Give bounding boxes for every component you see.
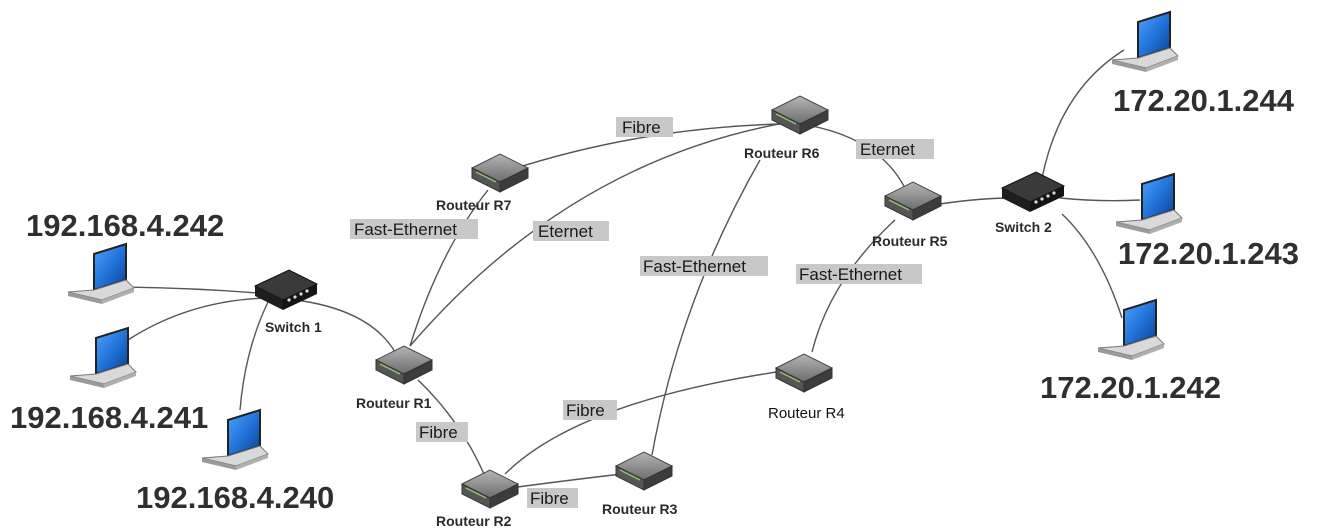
switch-2: Switch 2 <box>995 171 1065 235</box>
host-192-168-4-242: 192.168.4.242 <box>26 208 224 305</box>
router-r5-icon <box>884 181 942 221</box>
wire-r1-r7 <box>409 189 489 347</box>
host-192-168-4-240: 192.168.4.240 <box>136 409 334 515</box>
host-ip-label: 192.168.4.240 <box>136 480 334 515</box>
link-label-r6-r2-text: Fast-Ethernet <box>643 257 746 276</box>
host-172-20-1-242: 172.20.1.242 <box>1040 299 1221 405</box>
laptop-icon <box>1097 299 1165 361</box>
host-ip-label: 172.20.1.242 <box>1040 370 1221 405</box>
router-r4: Routeur R4 <box>768 353 845 422</box>
host-ip-label: 172.20.1.244 <box>1113 83 1295 118</box>
wire-h242-switch1 <box>125 286 271 295</box>
router-r3: Routeur R3 <box>602 451 678 517</box>
wire-switch1-r1 <box>295 299 396 353</box>
link-label-r7-r6-text: Fibre <box>622 118 661 137</box>
link-label-r7-r6: Fibre <box>616 117 673 137</box>
connection-lines <box>125 49 1141 489</box>
wire-switch2-h244b <box>1041 49 1125 179</box>
link-label-r6-r2: Fast-Ethernet <box>640 256 768 276</box>
link-label-r6-r5-text: Eternet <box>860 140 915 159</box>
wire-r6-r2 <box>651 159 761 456</box>
wire-r5-switch2 <box>939 197 1013 205</box>
link-label-r1-r6-text: Eternet <box>538 222 593 241</box>
link-label-r1-r6: Eternet <box>533 221 609 241</box>
router-r6-label: Routeur R6 <box>744 145 820 161</box>
wire-r7-r6 <box>509 123 781 171</box>
laptop-icon <box>69 327 137 389</box>
switch-1-label: Switch 1 <box>265 319 322 335</box>
router-r5: Routeur R5 <box>872 181 948 249</box>
link-label-r2-r3-text: Fibre <box>530 489 569 508</box>
router-r2-label: Routeur R2 <box>436 513 512 529</box>
wire-switch2-h242b <box>1061 213 1123 319</box>
laptop-icon <box>1111 11 1179 73</box>
host-ip-label: 192.168.4.241 <box>10 400 208 435</box>
switch-1: Switch 1 <box>254 269 322 335</box>
router-r4-label: Routeur R4 <box>768 405 845 422</box>
router-r2-icon <box>461 469 519 509</box>
switch-2-icon <box>1001 171 1065 213</box>
link-label-r2-r3: Fibre <box>527 488 578 508</box>
wire-h240-switch1 <box>239 301 269 411</box>
host-192-168-4-241: 192.168.4.241 <box>10 327 208 435</box>
link-labels: Fibre Fast-Ethernet Eternet Eternet Fast… <box>350 117 934 508</box>
router-r1-label: Routeur R1 <box>356 395 432 411</box>
wire-r1-r6 <box>409 121 791 347</box>
link-label-r2-r4-text: Fibre <box>566 401 605 420</box>
laptop-icon <box>67 243 135 305</box>
router-r7-icon <box>471 153 529 193</box>
link-label-r1-r7-text: Fast-Ethernet <box>354 220 457 239</box>
host-172-20-1-244: 172.20.1.244 <box>1111 11 1295 118</box>
wire-h241-switch1 <box>127 297 269 341</box>
router-r6: Routeur R6 <box>744 95 829 161</box>
laptop-icon <box>201 409 269 471</box>
router-r3-icon <box>615 451 673 491</box>
link-label-r2-r4: Fibre <box>563 400 617 420</box>
link-label-r5-r4: Fast-Ethernet <box>796 264 922 284</box>
router-r2: Routeur R2 <box>436 469 519 529</box>
wire-switch2-h243b <box>1059 197 1141 202</box>
router-r5-label: Routeur R5 <box>872 233 948 249</box>
host-ip-label: 172.20.1.243 <box>1118 236 1299 271</box>
link-label-r5-r4-text: Fast-Ethernet <box>799 265 902 284</box>
link-label-r6-r5: Eternet <box>856 139 934 159</box>
link-label-r1-r2: Fibre <box>416 422 468 442</box>
laptop-icon <box>1115 173 1183 235</box>
router-r1-icon <box>375 345 433 385</box>
wire-r2-r3 <box>509 473 623 489</box>
router-r1: Routeur R1 <box>356 345 433 411</box>
router-r7: Routeur R7 <box>436 153 529 213</box>
router-r3-label: Routeur R3 <box>602 501 678 517</box>
host-ip-label: 192.168.4.242 <box>26 208 224 243</box>
switch-2-label: Switch 2 <box>995 219 1052 235</box>
router-r4-icon <box>775 353 833 393</box>
link-label-r1-r2-text: Fibre <box>419 423 458 442</box>
link-label-r1-r7: Fast-Ethernet <box>350 219 478 239</box>
switch-1-icon <box>254 269 318 311</box>
router-r7-label: Routeur R7 <box>436 197 512 213</box>
host-172-20-1-243: 172.20.1.243 <box>1115 173 1299 271</box>
